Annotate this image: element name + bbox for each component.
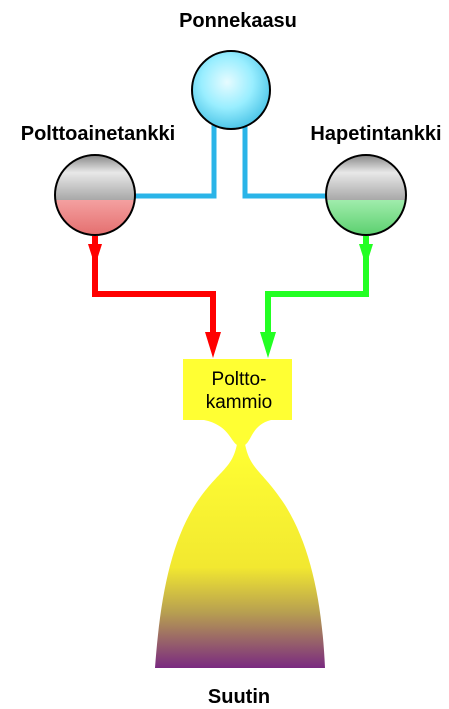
fuel-tank-label: Polttoainetankki <box>21 123 175 145</box>
chamber-label-line1: Poltto- <box>212 369 267 390</box>
pressurant-label: Ponnekaasu <box>179 10 297 32</box>
nozzle-label: Suutin <box>208 686 270 708</box>
pressurant-line-to-oxidizer-tank <box>242 118 326 199</box>
fuel-line <box>88 236 221 358</box>
chamber-label-line2: kammio <box>206 392 273 413</box>
oxidizer-arrow-lower <box>260 332 276 358</box>
combustion-chamber <box>183 359 292 445</box>
oxidizer-tank-label: Hapetintankki <box>310 123 441 145</box>
nozzle <box>155 444 325 668</box>
pressurant-line-to-fuel-tank <box>135 118 217 199</box>
pressurant-tank <box>191 50 271 130</box>
oxidizer-arrow-upper <box>359 244 373 266</box>
fuel-arrow-lower <box>205 332 221 358</box>
fuel-arrow-upper <box>88 244 102 266</box>
oxidizer-line <box>260 236 373 358</box>
pressurant-lines <box>135 118 326 199</box>
fuel-tank <box>54 154 136 236</box>
oxidizer-tank <box>325 154 407 236</box>
